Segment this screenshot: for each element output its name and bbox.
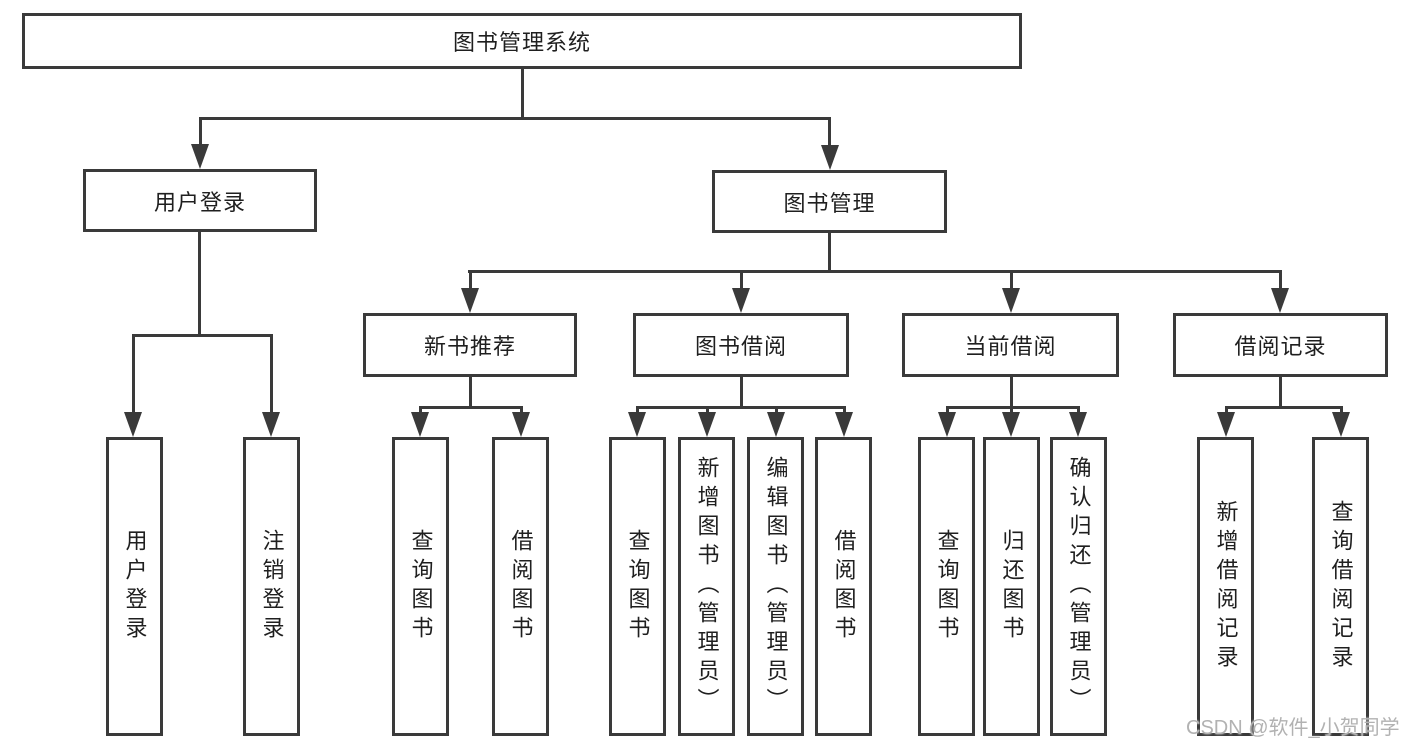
leaf-label: 注销登录 (259, 528, 285, 645)
node-book-borrowing: 图书借阅 (633, 313, 849, 377)
connector-line (740, 377, 743, 407)
node-borrowing-records: 借阅记录 (1173, 313, 1388, 377)
arrow-down-icon (262, 412, 280, 437)
leaf-label: 查询借阅记录 (1328, 499, 1354, 674)
arrow-down-icon (1271, 288, 1289, 313)
arrow-down-icon (821, 145, 839, 170)
leaf-query-books-2: 查询图书 (609, 437, 666, 736)
leaf-borrow-books-1: 借阅图书 (492, 437, 549, 736)
arrow-down-icon (124, 412, 142, 437)
connector-line (419, 406, 523, 409)
connector-line (469, 377, 472, 407)
arrow-down-icon (1002, 412, 1020, 437)
leaf-logout: 注销登录 (243, 437, 300, 736)
leaf-label: 查询图书 (934, 528, 960, 645)
arrow-down-icon (732, 288, 750, 313)
connector-line (946, 406, 1080, 409)
connector-line (1010, 406, 1013, 414)
arrow-down-icon (835, 412, 853, 437)
arrow-down-icon (1332, 412, 1350, 437)
connector-line (468, 270, 1281, 273)
leaf-label: 新增图书（管理员） (694, 456, 720, 717)
leaf-add-borrowing-record: 新增借阅记录 (1197, 437, 1254, 736)
connector-line (132, 334, 273, 337)
leaf-return-books: 归还图书 (983, 437, 1040, 736)
connector-line (1010, 270, 1013, 290)
node-new-book-recommendation: 新书推荐 (363, 313, 577, 377)
arrow-down-icon (461, 288, 479, 313)
connector-line (1340, 406, 1343, 414)
leaf-edit-books-admin: 编辑图书（管理员） (747, 437, 804, 736)
connector-line (1225, 406, 1228, 414)
connector-line (1279, 377, 1282, 407)
node-user-login: 用户登录 (83, 169, 317, 232)
connector-line (946, 406, 949, 414)
node-library-management-system: 图书管理系统 (22, 13, 1022, 69)
leaf-confirm-return-admin: 确认归还（管理员） (1050, 437, 1107, 736)
connector-line (1077, 406, 1080, 414)
leaf-label: 编辑图书（管理员） (763, 456, 789, 717)
leaf-label: 借阅图书 (508, 528, 534, 645)
connector-line (521, 69, 524, 118)
leaf-label: 新增借阅记录 (1213, 499, 1239, 674)
leaf-label: 归还图书 (999, 528, 1025, 645)
connector-line (1279, 270, 1282, 290)
arrow-down-icon (938, 412, 956, 437)
connector-line (740, 270, 743, 290)
connector-line (636, 406, 846, 409)
arrow-down-icon (411, 412, 429, 437)
connector-line (636, 406, 639, 414)
leaf-label: 借阅图书 (831, 528, 857, 645)
arrow-down-icon (512, 412, 530, 437)
arrow-down-icon (1069, 412, 1087, 437)
connector-line (270, 334, 273, 413)
node-book-management: 图书管理 (712, 170, 947, 233)
leaf-query-books-1: 查询图书 (392, 437, 449, 736)
arrow-down-icon (1002, 288, 1020, 313)
connector-line (828, 117, 831, 146)
leaf-query-borrowing-record: 查询借阅记录 (1312, 437, 1369, 736)
node-current-borrowing: 当前借阅 (902, 313, 1119, 377)
connector-line (132, 334, 135, 413)
connector-line (1010, 377, 1013, 407)
arrow-down-icon (698, 412, 716, 437)
connector-line (706, 406, 709, 414)
leaf-add-books-admin: 新增图书（管理员） (678, 437, 735, 736)
leaf-label: 用户登录 (122, 528, 148, 645)
connector-line (419, 406, 422, 414)
arrow-down-icon (767, 412, 785, 437)
connector-line (828, 233, 831, 271)
connector-line (1225, 406, 1343, 409)
arrow-down-icon (628, 412, 646, 437)
connector-line (199, 117, 831, 120)
connector-line (843, 406, 846, 414)
leaf-query-books-3: 查询图书 (918, 437, 975, 736)
arrow-down-icon (191, 144, 209, 169)
connector-line (198, 232, 201, 335)
connector-line (775, 406, 778, 414)
csdn-watermark: CSDN @软件_小贺同学 (1186, 717, 1400, 739)
leaf-borrow-books-2: 借阅图书 (815, 437, 872, 736)
leaf-label: 查询图书 (408, 528, 434, 645)
connector-line (469, 270, 472, 290)
arrow-down-icon (1217, 412, 1235, 437)
leaf-label: 确认归还（管理员） (1066, 456, 1092, 717)
leaf-label: 查询图书 (625, 528, 651, 645)
connector-line (520, 406, 523, 414)
leaf-user-login: 用户登录 (106, 437, 163, 736)
connector-line (199, 117, 202, 145)
